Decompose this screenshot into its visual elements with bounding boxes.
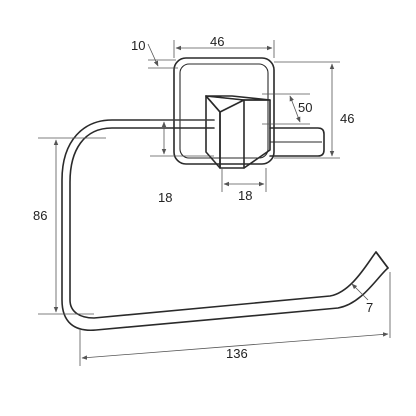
dim-label-arm-height: 18	[158, 190, 172, 205]
towel-holder-outline	[61, 57, 389, 331]
dimension-lines	[38, 40, 391, 366]
dim-label-block-width: 18	[238, 188, 252, 203]
wall-plate	[173, 57, 275, 165]
dim-label-plate-width: 46	[210, 34, 224, 49]
dim-label-projection: 50	[298, 100, 312, 115]
wall-plate-inner	[179, 63, 269, 159]
dim-label-plate-height: 46	[340, 111, 354, 126]
mounting-block	[205, 95, 271, 169]
dim-label-overall-height: 86	[33, 208, 47, 223]
dim-label-end-diameter: 7	[366, 300, 373, 315]
towel-arm	[61, 119, 389, 331]
dim-label-overall-width: 136	[226, 346, 248, 361]
arm-stub	[269, 127, 325, 157]
dimension-labels: 10 46 50 46 18 18 86 136 7	[33, 34, 373, 361]
arm-end-cap	[375, 251, 389, 269]
dim-label-plate-thickness: 10	[131, 38, 145, 53]
